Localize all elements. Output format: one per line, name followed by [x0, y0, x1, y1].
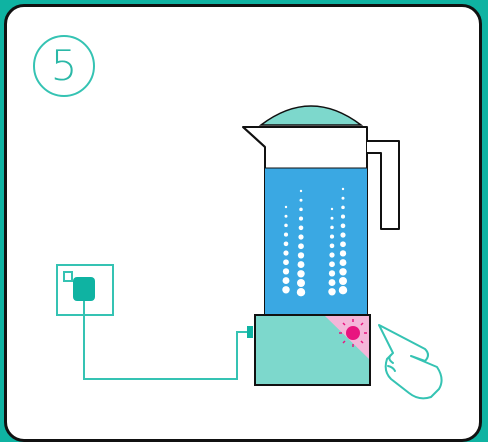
bubble: [283, 268, 289, 274]
bubble: [341, 223, 346, 228]
bubble: [285, 215, 288, 218]
bubble: [330, 235, 334, 239]
bubble: [299, 208, 303, 212]
bubble: [328, 288, 335, 295]
bubble: [285, 206, 287, 208]
bubble: [298, 252, 304, 258]
bubble: [339, 268, 346, 275]
bubble: [340, 241, 346, 247]
bubble: [284, 233, 288, 237]
bubble: [330, 243, 335, 248]
bubble: [339, 286, 347, 294]
bubble: [298, 234, 303, 239]
bubble: [340, 250, 346, 256]
jug-base: [255, 315, 370, 385]
bubble: [283, 259, 289, 265]
cable-connector: [247, 326, 253, 338]
bubble: [283, 250, 288, 255]
jug-handle: [367, 141, 399, 229]
bubble: [284, 224, 288, 228]
bubble: [283, 277, 290, 284]
jug-scene: [7, 7, 482, 432]
bubble: [341, 215, 345, 219]
instruction-panel: 5: [4, 4, 482, 442]
bubble: [284, 241, 289, 246]
water: [265, 168, 367, 315]
bubble: [340, 232, 345, 237]
bubble: [299, 225, 304, 230]
bubble: [331, 208, 333, 210]
bubble: [339, 277, 347, 285]
bubble: [300, 199, 303, 202]
bubble: [340, 259, 347, 266]
bubble: [299, 217, 303, 221]
bubble: [341, 206, 345, 210]
bubble: [329, 279, 336, 286]
bubble: [329, 252, 334, 257]
bubble: [297, 288, 305, 296]
bubble: [342, 188, 344, 190]
bubble: [329, 261, 335, 267]
bubble: [297, 270, 304, 277]
jug-lid: [261, 106, 361, 125]
bubble: [330, 226, 334, 230]
bubble: [329, 270, 335, 276]
bubble: [298, 243, 304, 249]
bubble: [297, 279, 305, 287]
bubble: [331, 217, 334, 220]
bubble: [300, 190, 302, 192]
bubble: [282, 286, 289, 293]
bubble: [298, 261, 305, 268]
pointing-hand-icon: [379, 325, 442, 398]
bubble: [342, 197, 345, 200]
